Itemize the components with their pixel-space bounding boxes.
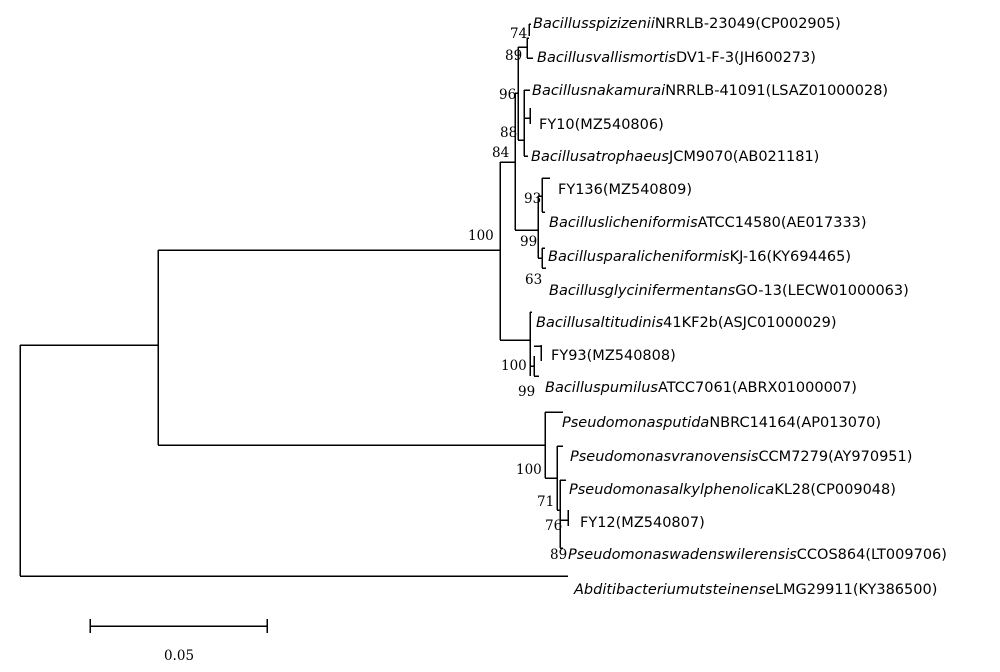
bootstrap-value: 96 [499, 87, 516, 103]
taxon-label-abditibacterium: AbditibacteriumutsteinenseLMG29911(KY386… [573, 582, 937, 598]
bootstrap-value: 71 [537, 494, 554, 510]
taxon-label-putida: PseudomonasputidaNBRC14164(AP013070) [562, 415, 881, 431]
scale-bar-label: 0.05 [164, 648, 194, 664]
taxon-label-vallismortis: BacillusvallismortisDV1-F-3(JH600273) [537, 50, 816, 66]
taxon-label-altitudinis: Bacillusaltitudinis41KF2b(ASJC01000029) [536, 315, 837, 331]
taxon-label-spizizenii: BacillusspizizeniiNRRLB-23049(CP002905) [533, 16, 841, 32]
taxon-label-fy136: FY136(MZ540809) [558, 182, 692, 198]
taxon-label-paralicheniformis: BacillusparalicheniformisKJ-16(KY694465) [548, 249, 851, 265]
bootstrap-value: 88 [500, 125, 517, 141]
bootstrap-value: 76 [545, 518, 562, 534]
taxon-label-atrophaeus: BacillusatrophaeusJCM9070(AB021181) [531, 149, 819, 165]
tip-labels: BacillusspizizeniiNRRLB-23049(CP002905) … [531, 16, 947, 598]
bootstrap-value: 74 [510, 26, 527, 42]
taxon-label-alkylphenolica: PseudomonasalkylphenolicaKL28(CP009048) [569, 482, 896, 498]
bootstrap-values: 74 89 96 88 84 93 99 63 100 100 99 100 7… [468, 26, 567, 563]
bootstrap-value: 100 [468, 228, 494, 244]
bootstrap-value: 89 [505, 48, 522, 64]
taxon-label-glycinifermentans: BacillusglycinifermentansGO-13(LECW01000… [549, 283, 909, 299]
bootstrap-value: 100 [516, 462, 542, 478]
taxon-label-fy93: FY93(MZ540808) [551, 348, 676, 364]
taxon-label-vranovensis: PseudomonasvranovensisCCM7279(AY970951) [570, 449, 912, 465]
taxon-label-wadenswilerensis: PseudomonaswadenswilerensisCCOS864(LT009… [568, 547, 947, 563]
bootstrap-value: 93 [524, 191, 541, 207]
taxon-label-licheniformis: BacilluslicheniformisATCC14580(AE017333) [549, 215, 867, 231]
taxon-label-nakamurai: BacillusnakamuraiNRRLB-41091(LSAZ0100002… [532, 83, 888, 99]
taxon-label-fy12: FY12(MZ540807) [580, 515, 705, 531]
taxon-label-fy10: FY10(MZ540806) [539, 117, 664, 133]
bootstrap-value: 84 [492, 145, 509, 161]
bootstrap-value: 99 [518, 384, 535, 400]
tree-branches [19, 23, 569, 577]
bootstrap-value: 99 [520, 234, 537, 250]
bootstrap-value: 63 [525, 272, 542, 288]
bootstrap-value: 100 [501, 358, 527, 374]
scale-bar: 0.05 [89, 619, 268, 664]
taxon-label-pumilus: BacilluspumilusATCC7061(ABRX01000007) [545, 380, 857, 396]
bootstrap-value: 89 [550, 547, 567, 563]
